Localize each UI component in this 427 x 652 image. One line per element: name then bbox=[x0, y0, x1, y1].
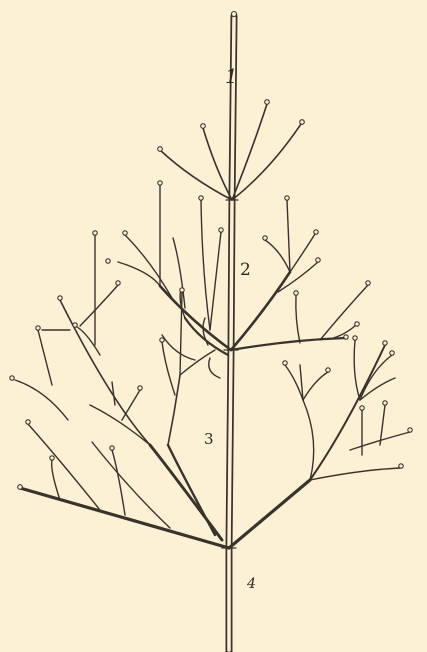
main-stem bbox=[222, 16, 238, 652]
segment-label-1: 1 bbox=[225, 66, 238, 86]
segment-label-2: 2 bbox=[240, 262, 251, 279]
segment-label-4: 4 bbox=[247, 577, 256, 591]
segment-label-3: 3 bbox=[204, 432, 214, 447]
middle-whorl-branches bbox=[106, 181, 370, 378]
lower-whorl-branches bbox=[10, 231, 412, 548]
